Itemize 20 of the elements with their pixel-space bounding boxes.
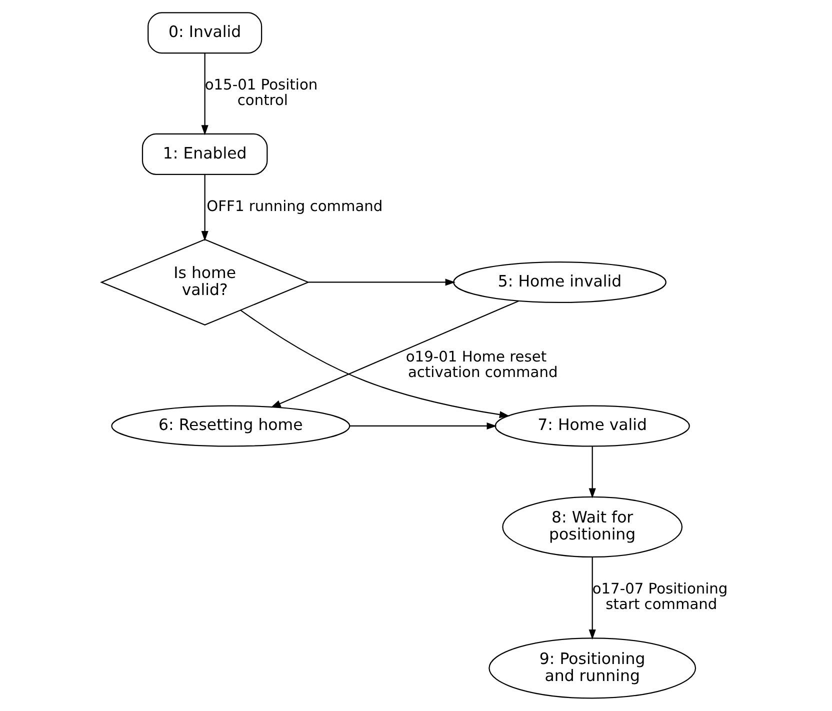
- arrow: [588, 557, 596, 640]
- arrow: [308, 278, 456, 286]
- node-box: 0: Invalid: [148, 12, 262, 54]
- edge-label: OFF1 running command: [206, 198, 383, 215]
- node-ellipse: 6: Resetting home: [111, 405, 350, 447]
- edge-label: o19-01 Home reset activation command: [406, 348, 558, 382]
- node-ellipse: 8: Wait for positioning: [502, 496, 683, 558]
- node-ellipse: 5: Home invalid: [453, 261, 666, 303]
- node-diamond: Is home valid?: [100, 238, 310, 326]
- node-ellipse: 7: Home valid: [494, 405, 690, 447]
- edge-label: o17-07 Positioning start command: [592, 580, 728, 614]
- arrow: [201, 53, 208, 136]
- arrow: [270, 300, 519, 408]
- arrow: [240, 310, 510, 418]
- arrow: [588, 446, 596, 498]
- arrow: [350, 422, 497, 430]
- node-box: 1: Enabled: [142, 133, 268, 175]
- edge-label: o15-01 Position control: [204, 76, 318, 110]
- node-ellipse: 9: Positioning and running: [488, 638, 696, 699]
- arrow: [201, 174, 208, 242]
